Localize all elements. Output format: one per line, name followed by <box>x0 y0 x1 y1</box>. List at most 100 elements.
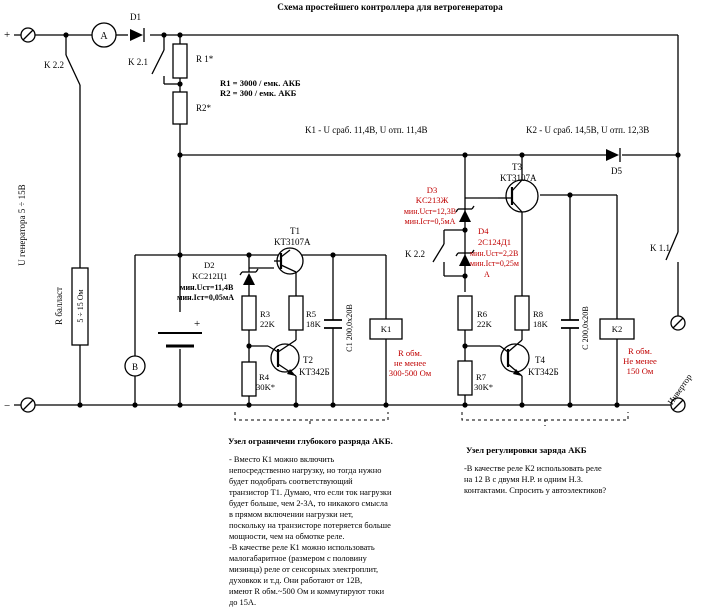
label-d2-line1: мин.Uст=11,4В <box>180 283 234 292</box>
resistor-r5 <box>288 295 304 331</box>
label-r8-val: 18K <box>533 319 549 329</box>
label-r1: R 1* <box>196 54 214 64</box>
brace-right-node <box>461 412 629 426</box>
label-t2-name: T2 <box>303 355 313 365</box>
label-r6-val: 22K <box>477 319 493 329</box>
contact-k22-left <box>65 54 81 86</box>
label-k11: K 1.1 <box>650 243 670 253</box>
label-t1-name: T1 <box>290 226 300 236</box>
label-k1-note-2: не менее <box>394 358 426 368</box>
label-d3-type: KC213Ж <box>416 195 449 205</box>
label-ammeter: A <box>100 31 108 42</box>
capacitor-c2 <box>561 319 579 329</box>
label-battery-plus: + <box>194 318 200 330</box>
label-d2-type: KC212Ц1 <box>192 271 227 281</box>
zener-d2 <box>239 268 259 285</box>
relay-coil-k2 <box>599 318 635 340</box>
label-r7-val: 30K* <box>474 382 493 392</box>
voltmeter <box>124 355 146 377</box>
label-r2: R2* <box>196 103 212 113</box>
label-t2-type: KT342Б <box>299 367 330 377</box>
label-voltmeter: B <box>132 362 138 372</box>
transistor-t1 <box>274 247 304 275</box>
zener-d3 <box>455 205 475 222</box>
label-k22-mid: K 2.2 <box>405 249 425 259</box>
label-k1-spec: K1 - U сраб. 11,4В, U отп. 11,4В <box>305 125 428 135</box>
label-k1-note-1: R обм. <box>398 348 422 358</box>
diode-d5 <box>606 148 621 162</box>
label-r6-name: R6 <box>477 309 488 319</box>
resistor-r8 <box>514 295 530 331</box>
relay-coil-k1 <box>369 318 403 340</box>
label-d2-name: D2 <box>204 260 215 270</box>
label-d4-line1: мин.Uст=2,2В <box>470 249 518 258</box>
label-t3-name: T3 <box>512 162 522 172</box>
resistor-r6 <box>457 295 473 331</box>
terminal-plus-left <box>20 27 36 43</box>
label-r5-val: 18K <box>306 319 322 329</box>
terminal-minus-right <box>670 397 686 413</box>
diagram-title: Схема простейшего контроллера для ветрог… <box>277 2 503 12</box>
label-d4-type: 2C124Д1 <box>478 237 511 247</box>
right-node-notes: -В качестве реле К2 использовать реле на… <box>464 464 607 495</box>
label-k2-note-3: 150 Ом <box>627 366 654 376</box>
label-c1: C1 200,0x20В <box>345 304 354 352</box>
resistor-r1 <box>172 43 188 79</box>
label-t1-type: KT3107A <box>274 237 311 247</box>
label-formula-r1: R1 = 3000 / емк. АКБ <box>220 78 301 88</box>
label-k22-left: K 2.2 <box>44 60 64 70</box>
contact-k21 <box>151 49 165 75</box>
label-r7-name: R7 <box>476 372 487 382</box>
left-node-notes: - Вместо К1 можно включить непосредствен… <box>229 455 392 607</box>
battery <box>158 332 202 348</box>
transistor-t3 <box>498 179 539 213</box>
label-k2-note-2: Не менее <box>623 356 657 366</box>
brace-left-node <box>234 412 389 426</box>
label-t4-name: T4 <box>535 355 545 365</box>
label-d3-line2: мин.Iст=0,5мА <box>405 217 456 226</box>
label-plus-terminal: + <box>4 29 10 41</box>
transistor-t2 <box>267 339 300 377</box>
label-r3-val: 22K <box>260 319 276 329</box>
left-node-title: Узел ограничени глубокого разряда АКБ. <box>228 436 393 446</box>
contact-k22-mid <box>432 243 445 263</box>
label-d3-line1: мин.Uст=12,3В <box>404 207 456 216</box>
transistor-t4 <box>499 339 530 377</box>
terminal-k11-output <box>670 315 686 331</box>
diode-d1 <box>130 28 145 42</box>
label-k2-spec: K2 - U сраб. 14,5В, U отп. 12,3В <box>526 125 649 135</box>
label-c2: C 200,0x20В <box>581 306 590 350</box>
ammeter <box>91 22 117 48</box>
resistor-r4 <box>241 361 257 397</box>
label-r5-name: R5 <box>306 309 316 319</box>
label-k2-note-1: R обм. <box>628 346 652 356</box>
label-minus-terminal: − <box>4 400 10 412</box>
zener-d4 <box>455 249 475 266</box>
right-node-title: Узел регулировки заряда АКБ <box>466 445 587 455</box>
label-d5: D5 <box>611 166 622 176</box>
label-d4-name: D4 <box>478 226 489 236</box>
label-r4-val: 30K* <box>256 382 275 392</box>
label-r3-name: R3 <box>260 309 270 319</box>
label-d3-name: D3 <box>427 185 438 195</box>
label-r8-name: R8 <box>533 309 543 319</box>
resistor-ballast <box>71 267 89 346</box>
label-t3-type: KT3107A <box>500 173 537 183</box>
label-r-ballast: R балласт <box>54 287 64 325</box>
resistor-r2 <box>172 91 188 125</box>
label-t4-type: KT342Б <box>528 367 559 377</box>
resistor-r3 <box>241 295 257 331</box>
label-r-ballast-value: 5 ÷ 15 Ом <box>76 289 85 322</box>
label-formula-r2: R2 = 300 / емк. АКБ <box>220 88 297 98</box>
label-k21: K 2.1 <box>128 57 148 67</box>
label-k2: K2 <box>612 324 623 334</box>
label-k1: K1 <box>381 324 392 334</box>
label-d4-line2: мин.Iст=0,25м <box>470 259 519 268</box>
terminal-minus-left <box>20 397 36 413</box>
contact-k11 <box>665 231 679 261</box>
junction-dots <box>63 32 681 408</box>
label-d2-line2: мин.Iст=0,05мА <box>177 293 234 302</box>
label-d1: D1 <box>130 12 141 22</box>
label-r4-name: R4 <box>259 372 270 382</box>
